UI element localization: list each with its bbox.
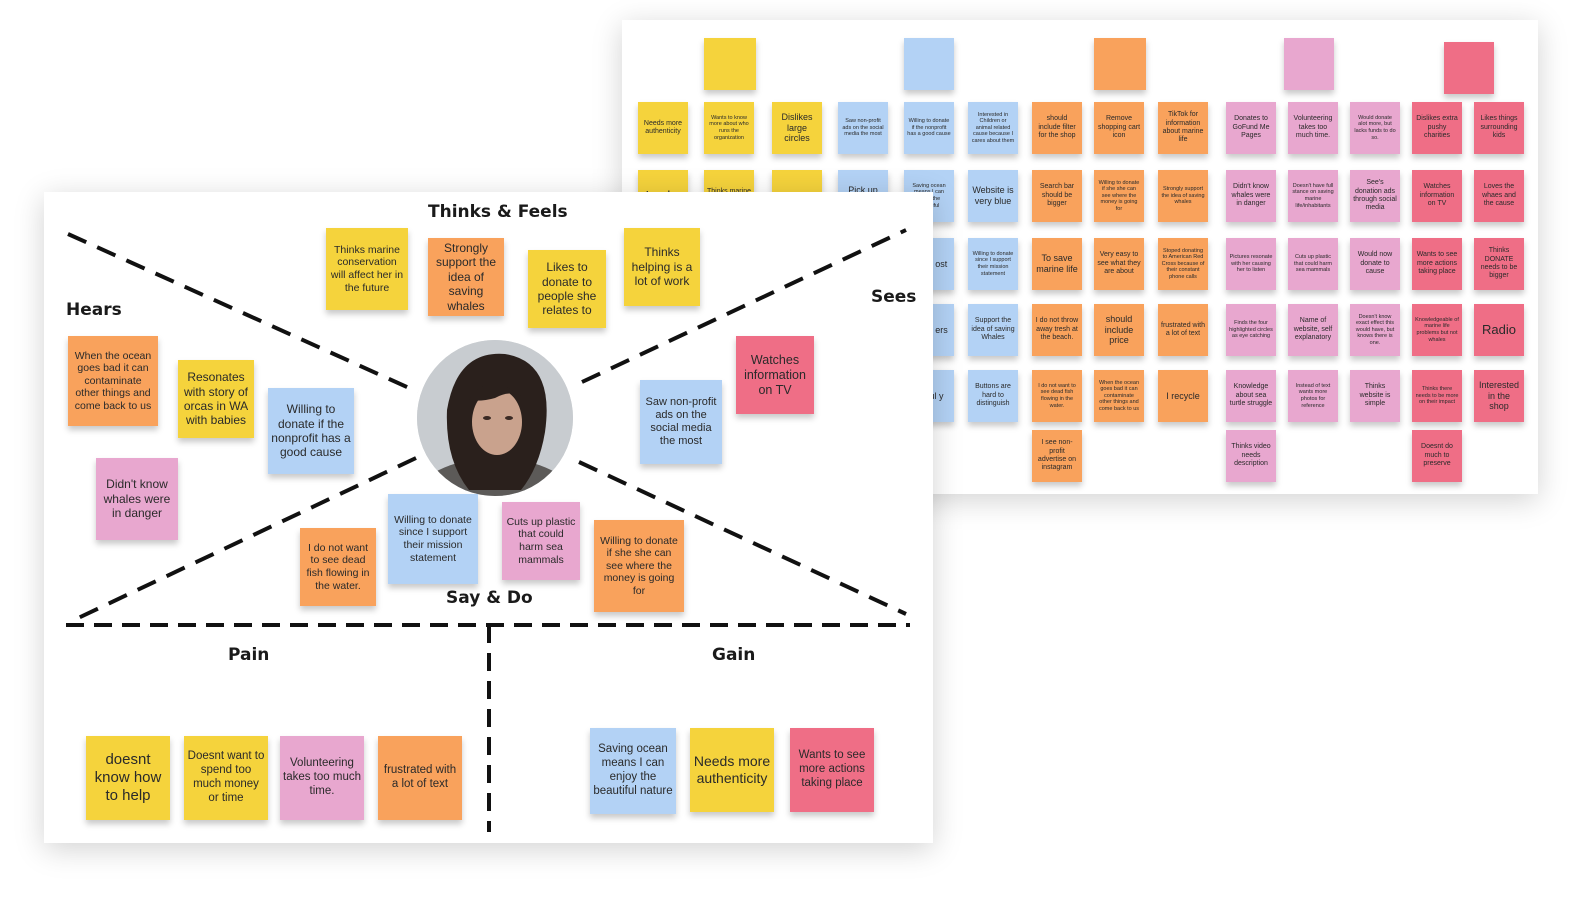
sees-label: Sees [871,287,917,307]
sticky-note[interactable]: Support the idea of saving Whales [968,304,1018,356]
sticky-note[interactable]: I do not throw away tresh at the beach. [1032,304,1082,356]
sticky-note[interactable]: Cuts up plastic that could harm sea mamm… [1288,238,1338,290]
sticky-note[interactable]: Wants to see more actions taking place [790,728,874,812]
sticky-note[interactable]: Instead of text wants more photos for re… [1288,370,1338,422]
sticky-note[interactable]: Volunteering takes too much time. [280,736,364,820]
sticky-note[interactable]: Wants to know more about who runs the or… [704,102,754,154]
sticky-note[interactable]: When the ocean goes bad it can contamina… [68,336,158,426]
sticky-note[interactable]: I do not want to see dead fish flowing i… [300,528,376,606]
sticky-note[interactable]: Watches information on TV [736,336,814,414]
sticky-note[interactable] [704,38,756,90]
sticky-note[interactable]: When the ocean goes bad it can contamina… [1094,370,1144,422]
sticky-note[interactable]: Saving ocean means I can enjoy the beaut… [590,728,676,814]
sticky-note[interactable]: Very easy to see what they are about [1094,238,1144,290]
sticky-note[interactable]: should include filter for the shop [1032,102,1082,154]
sticky-note[interactable]: Willing to donate if the nonprofit has a… [904,102,954,154]
sticky-note[interactable]: Loves the whaes and the cause [1474,170,1524,222]
sticky-note[interactable]: Saw non-profit ads on the social media t… [640,380,722,464]
sticky-note[interactable] [1284,38,1334,90]
pain-label: Pain [228,645,270,665]
sticky-note[interactable]: Pictures resonate with her causing her t… [1226,238,1276,290]
sticky-note[interactable]: Didn't know whales were in danger [1226,170,1276,222]
sticky-note[interactable]: Doesn't have full stance on saving marin… [1288,170,1338,222]
sticky-note[interactable]: Website is very blue [968,170,1018,222]
empathy-map-board: Thinks & Feels Hears Sees Say & Do Pain … [44,192,933,843]
divider-top-left [67,232,419,394]
sticky-note[interactable]: Donates to GoFund Me Pages [1226,102,1276,154]
sticky-note[interactable]: I do not want to see dead fish flowing i… [1032,370,1082,422]
sticky-note[interactable]: Strongly support the idea of saving whal… [428,238,504,316]
sticky-note[interactable]: TikTok for information about marine life [1158,102,1208,154]
divider-top-right [581,228,907,384]
sticky-note[interactable]: Dislikes extra pushy charities [1412,102,1462,154]
say-do-label: Say & Do [446,588,533,608]
sticky-note[interactable]: See's donation ads through social media [1350,170,1400,222]
sticky-note[interactable]: Willing to donate if the nonprofit has a… [268,388,354,474]
sticky-note[interactable]: Would now donate to cause [1350,238,1400,290]
sticky-note[interactable]: Likes to donate to people she relates to [528,250,606,328]
hears-label: Hears [66,300,122,320]
thinks-feels-label: Thinks & Feels [428,202,568,222]
sticky-note[interactable]: Interested in Children or animal related… [968,102,1018,154]
sticky-note[interactable]: Willing to donate if she she can see whe… [594,520,684,612]
sticky-note[interactable]: Wants to see more actions taking place [1412,238,1462,290]
sticky-note[interactable]: frustrated with a lot of text [1158,304,1208,356]
sticky-note[interactable]: Dislikes large circles [772,102,822,154]
quadrant-dividers [66,228,910,832]
sticky-note[interactable] [904,38,954,90]
sticky-note[interactable]: Thinks DONATE needs to be bigger [1474,238,1524,290]
sticky-note[interactable]: Likes things surrounding kids [1474,102,1524,154]
sticky-note[interactable]: Radio [1474,304,1524,356]
sticky-note[interactable]: I recycle [1158,370,1208,422]
gain-label: Gain [712,645,756,665]
sticky-note[interactable] [1444,42,1494,94]
sticky-note[interactable]: Knowledge about sea turtle struggle [1226,370,1276,422]
sticky-note[interactable]: should include price [1094,304,1144,356]
sticky-note[interactable] [1094,38,1146,90]
sticky-note[interactable]: Thinks helping is a lot of work [624,228,700,306]
sticky-note[interactable]: Finds the four highlighted circles as ey… [1226,304,1276,356]
sticky-note[interactable]: Watches information on TV [1412,170,1462,222]
sticky-note[interactable]: doesnt know how to help [86,736,170,820]
sticky-note[interactable]: Needs more authenticity [690,728,774,812]
persona-avatar [417,340,573,496]
divider-bottom-right [578,460,907,616]
sticky-note[interactable]: Interested in the shop [1474,370,1524,422]
sticky-note[interactable]: Remove shopping cart icon [1094,102,1144,154]
sticky-note[interactable]: Thinks website is simple [1350,370,1400,422]
sticky-note[interactable]: Thinks there needs to be more on their i… [1412,370,1462,422]
sticky-note[interactable]: Doesn't know exact effect this would hav… [1350,304,1400,356]
sticky-note[interactable]: Doesnt do much to preserve [1412,430,1462,482]
sticky-note[interactable]: Willing to donate since I support their … [388,494,478,584]
sticky-note[interactable]: Would donate alot more, but lacks funds … [1350,102,1400,154]
sticky-note[interactable]: Knowledgeable of marine life problems bu… [1412,304,1462,356]
sticky-note[interactable]: Volunteering takes too much time. [1288,102,1338,154]
sticky-note[interactable]: Cuts up plastic that could harm sea mamm… [502,502,580,580]
sticky-note[interactable]: Saw non-profit ads on the social media t… [838,102,888,154]
sticky-note[interactable]: To save marine life [1032,238,1082,290]
sticky-note[interactable]: Thinks marine conservation will affect h… [326,228,408,310]
sticky-note[interactable]: Didn't know whales were in danger [96,458,178,540]
sticky-note[interactable]: Search bar should be bigger [1032,170,1082,222]
sticky-note[interactable]: Thinks video needs description [1226,430,1276,482]
sticky-note[interactable]: Willing to donate if she she can see whe… [1094,170,1144,222]
sticky-note[interactable]: Willing to donate since I support their … [968,238,1018,290]
sticky-note[interactable]: Resonates with story of orcas in WA with… [178,360,254,438]
sticky-note[interactable]: frustrated with a lot of text [378,736,462,820]
sticky-note[interactable]: Needs more authenticity [638,102,688,154]
affinity-board: Needs more authenticity Wants to know mor… [622,20,1538,494]
sticky-note[interactable]: Doesnt want to spend too much money or t… [184,736,268,820]
sticky-note[interactable]: Strongly support the idea of saving whal… [1158,170,1208,222]
sticky-note[interactable]: Name of website, self explanatory [1288,304,1338,356]
sticky-note[interactable]: Buttons are hard to distinguish [968,370,1018,422]
sticky-note[interactable]: Stoped donating to American Red Cross be… [1158,238,1208,290]
sticky-note[interactable]: I see non-profit advertise on instagram [1032,430,1082,482]
